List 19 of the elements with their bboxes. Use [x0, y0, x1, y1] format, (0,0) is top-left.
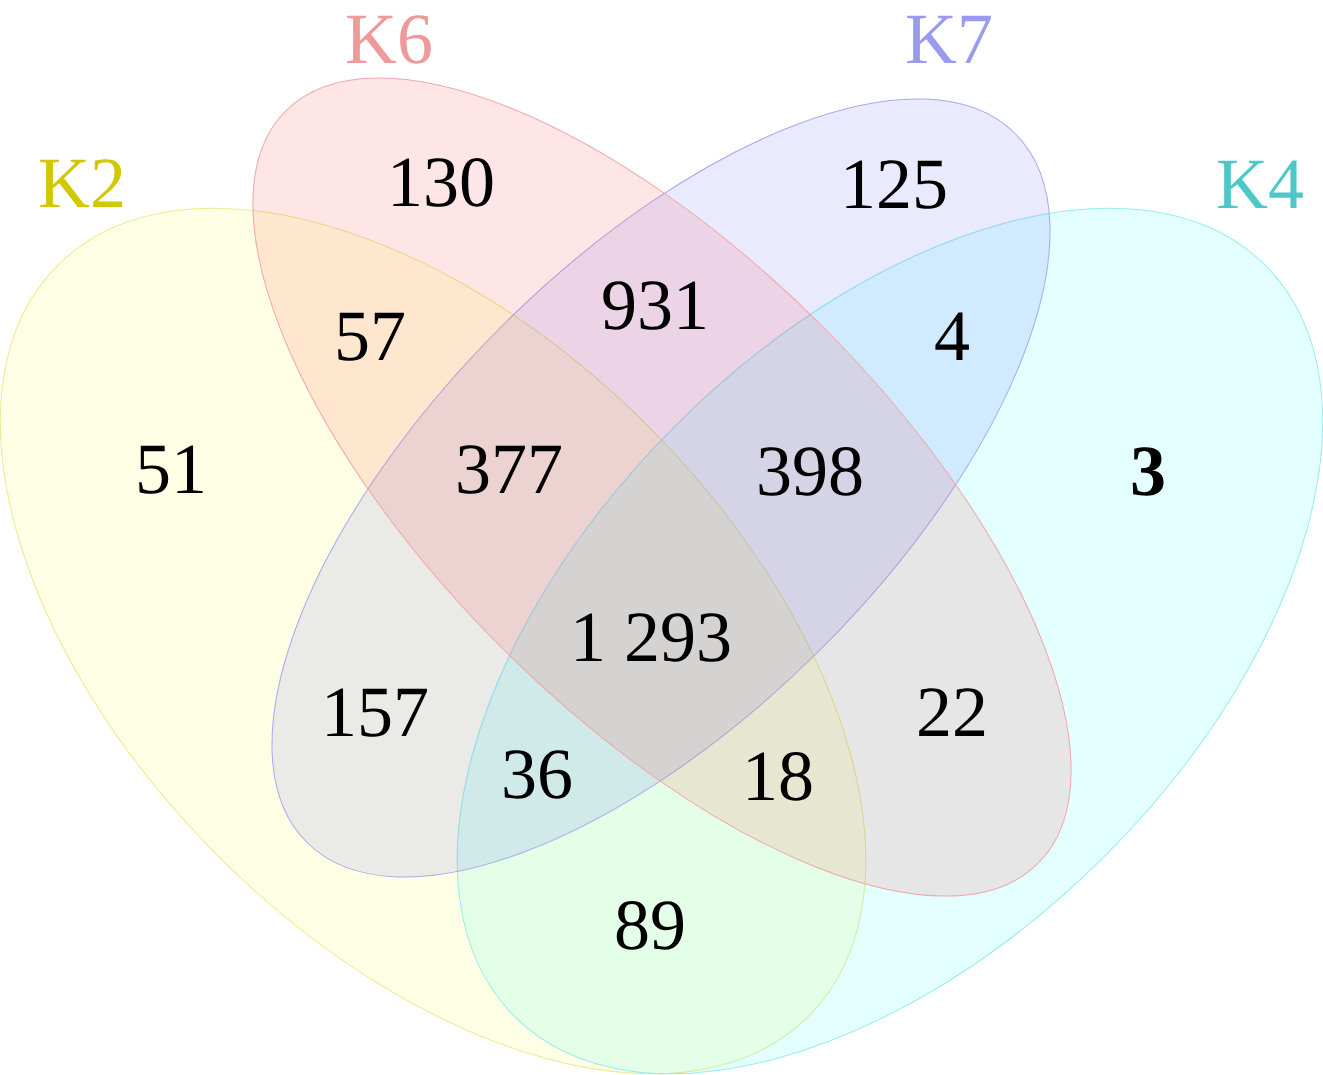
region-count: 931: [603, 281, 705, 330]
region-count: 51: [139, 445, 203, 494]
set-label: K7: [907, 15, 991, 63]
region-count: 18: [748, 752, 812, 801]
region-count: 157: [327, 688, 427, 737]
region-count: 57: [338, 312, 404, 361]
set-label: K4: [1218, 160, 1303, 208]
region-count: 125: [846, 160, 946, 209]
region-count: 377: [458, 445, 561, 494]
region-count: 22: [919, 688, 985, 736]
region-count: 89: [616, 901, 684, 950]
region-count: 398: [759, 447, 862, 496]
region-count: 3: [1132, 447, 1164, 496]
set-label: K6: [347, 15, 431, 64]
region-count: 36: [504, 750, 571, 799]
set-label: K2: [40, 159, 122, 207]
region-count: 130: [393, 158, 493, 207]
region-count: 4: [935, 312, 969, 360]
region-count: 1 293: [576, 613, 730, 662]
